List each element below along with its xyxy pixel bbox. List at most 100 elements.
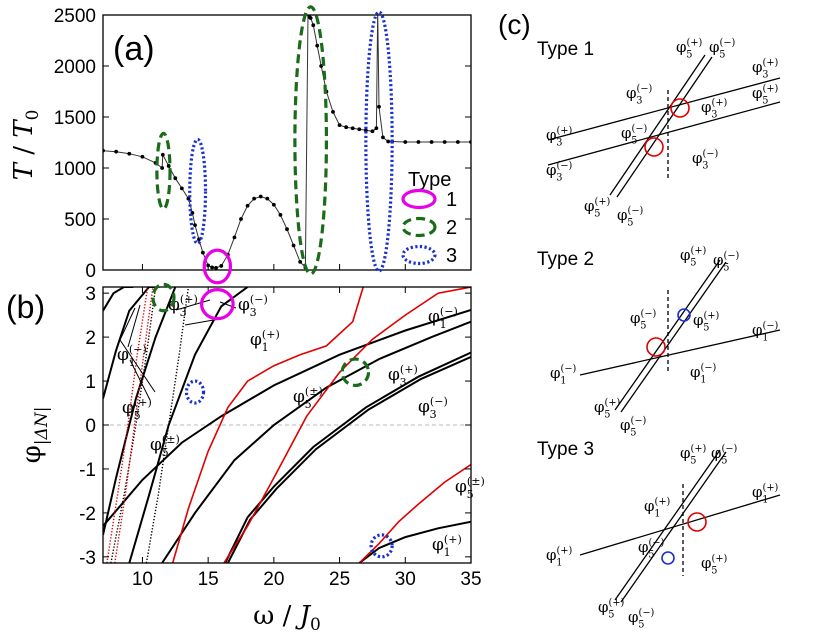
- phase-label-sub: 1: [444, 546, 451, 559]
- phase-curve: [103, 308, 471, 527]
- phase-label-base: φ: [388, 365, 400, 385]
- legend-title: Type: [408, 169, 451, 191]
- diagram-phase-label-sup: (−): [561, 364, 577, 375]
- diagram-phase-label-sub: 5: [630, 427, 636, 438]
- phase-curve: [114, 287, 154, 563]
- ytick-label: 2: [85, 328, 96, 349]
- diagram-phase-label: φ(+)1: [546, 546, 572, 569]
- phase-label: φ(+)3: [388, 363, 418, 389]
- diagram-phase-label-sup: (−): [722, 444, 738, 455]
- diagram-phase-label: φ(+)3: [546, 126, 572, 149]
- diagram-phase-label-sup: (−): [720, 38, 736, 49]
- diagram-phase-label-sub: 1: [654, 508, 660, 519]
- data-point: [278, 213, 283, 217]
- data-point: [214, 266, 218, 270]
- diagram-phase-label: φ(+)1: [752, 483, 778, 506]
- diagram-phase-label-sup: (+): [609, 598, 625, 609]
- diagram-phase-label: φ(+)5: [701, 554, 727, 577]
- data-point: [265, 196, 270, 201]
- diagram-phase-label-base: φ: [546, 546, 557, 564]
- annotation-pointer: [127, 304, 141, 348]
- data-point: [363, 128, 368, 133]
- phase-label-sub: 5: [467, 488, 474, 501]
- data-point: [350, 126, 355, 131]
- diagram-phase-label-sub: 5: [594, 208, 600, 219]
- diagram-phase-label-sup: (+): [691, 444, 707, 455]
- diagram-phase-label-sub: 1: [762, 332, 768, 343]
- annotation-pointer: [119, 339, 156, 393]
- phase-curve: [103, 287, 160, 399]
- diagram-phase-label-sub: 1: [762, 494, 768, 505]
- annotation-pointer: [129, 359, 151, 401]
- diagram-phase-label-sup: (+): [763, 58, 779, 69]
- type1-marker: [202, 248, 233, 285]
- phase-label: φ(±)5: [293, 385, 323, 411]
- data-point: [219, 264, 224, 268]
- diagram-phase-label-sub: 1: [556, 557, 562, 568]
- diagram-phase-label: φ(+)5: [680, 444, 706, 467]
- legend-swatch-3: [401, 244, 437, 266]
- diagram-phase-label-sup: (−): [649, 538, 665, 549]
- phase-label-sup: (−): [129, 343, 147, 356]
- phase-curve: [161, 320, 471, 563]
- ytick-label: 1: [85, 372, 96, 393]
- xlabel-omega: ω: [253, 601, 274, 631]
- phase-curve: [110, 287, 157, 563]
- data-point: [429, 140, 434, 144]
- data-point: [200, 250, 205, 255]
- xtick-label: 35: [460, 569, 481, 590]
- data-point: [140, 154, 145, 159]
- data-point: [245, 203, 250, 208]
- type3-marker: [364, 10, 394, 273]
- diagram-phase-label: φ(+)1: [644, 497, 670, 520]
- diagram-phase-label-base: φ: [594, 398, 605, 416]
- diagram-phase-label-sub: 5: [703, 322, 709, 333]
- diagram-phase-label-sup: (+): [712, 554, 728, 565]
- diagram-phase-label: φ(−)3: [626, 84, 652, 107]
- phase-curve: [224, 351, 471, 563]
- data-point: [252, 196, 257, 201]
- energy-level-line: [547, 101, 781, 166]
- energy-level-line: [547, 77, 781, 141]
- diagram-phase-label-sub: 5: [627, 217, 633, 228]
- diagram-phase-label-sub: 5: [762, 95, 768, 106]
- phase-label-sub: 5: [162, 446, 169, 459]
- phase-curve: [171, 287, 364, 563]
- diagram-phase-label-base: φ: [692, 149, 703, 167]
- ytick-label: 0: [85, 261, 96, 282]
- diagram-phase-label-base: φ: [701, 98, 712, 116]
- diagram-phase-label: φ(−)5: [638, 538, 664, 561]
- ytick-label: 1500: [54, 108, 96, 129]
- diagram-phase-label: φ(+)5: [676, 38, 702, 61]
- ytick-label: 2500: [54, 6, 96, 27]
- phase-label-sup: (±): [305, 385, 323, 398]
- data-point: [298, 259, 303, 264]
- phase-label-sup: (−): [430, 395, 448, 408]
- panel-a-ylabel: T / T0: [9, 110, 43, 181]
- legend-label-1: 1: [446, 189, 457, 211]
- xtick-label: 20: [263, 569, 284, 590]
- diagram-phase-label-base: φ: [752, 321, 763, 339]
- diagram-phase-label: φ(−)5: [628, 608, 654, 631]
- diagram-phase-label-base: φ: [546, 161, 557, 179]
- diagram-phase-label-sup: (−): [557, 161, 573, 172]
- ylabel-sub: 0: [23, 110, 43, 121]
- diagram-phase-label-sub: 5: [608, 609, 614, 620]
- type2-marker: [151, 282, 176, 313]
- diagram-phase-label-sup: (−): [724, 251, 740, 262]
- phase-curve: [223, 287, 471, 563]
- ytick-label: 0: [85, 416, 96, 437]
- diagram-phase-label-base: φ: [713, 251, 724, 269]
- phase-curve: [106, 287, 149, 563]
- phase-label-base: φ: [432, 535, 444, 555]
- ylabel-phi-sub: |ΔN|: [32, 407, 52, 446]
- diagram-phase-label-base: φ: [680, 246, 691, 264]
- data-point: [291, 243, 296, 248]
- data-point: [210, 265, 214, 270]
- ylabel-phi: φ: [17, 445, 47, 463]
- data-point: [331, 110, 335, 114]
- data-point: [403, 140, 408, 144]
- data-point: [337, 123, 342, 128]
